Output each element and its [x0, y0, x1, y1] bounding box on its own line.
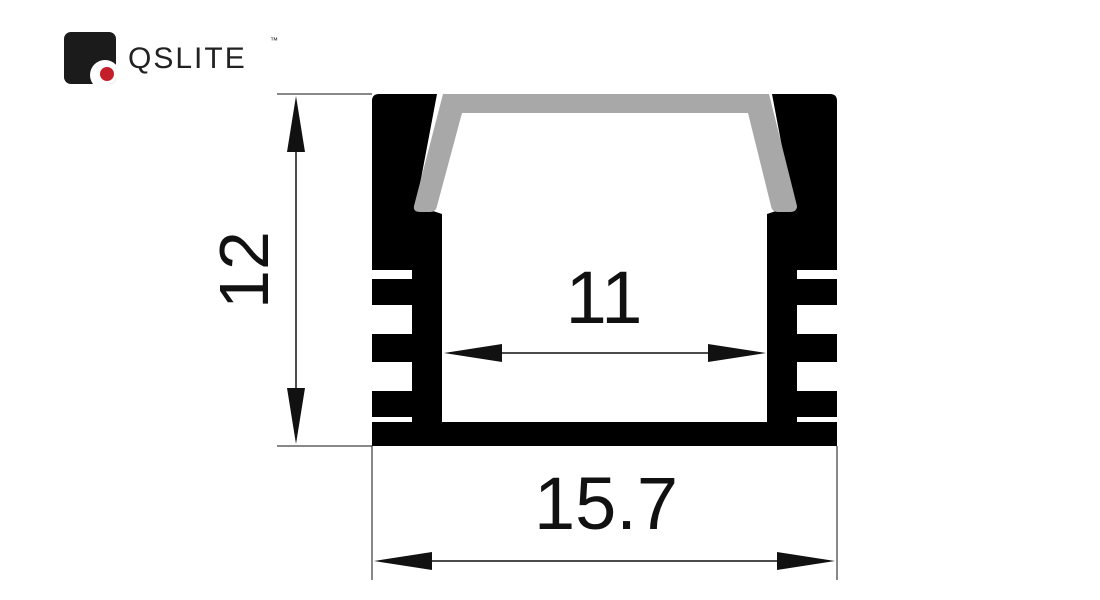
- brand-name: QSLITE: [128, 42, 247, 75]
- diffuser-cover: [413, 94, 797, 212]
- trademark-symbol: ™: [270, 36, 278, 45]
- height-dimension: [277, 93, 372, 447]
- outer-width-label: 15.7: [534, 462, 678, 545]
- arrow-up-icon: [287, 96, 305, 152]
- arrow-right-icon: [708, 344, 766, 362]
- inner-width-label: 11: [566, 256, 643, 339]
- aluminum-profile: [372, 94, 837, 446]
- logo-red-dot: [100, 67, 114, 81]
- logo-mark-icon: [64, 32, 116, 84]
- arrow-left-icon: [444, 344, 502, 362]
- arrow-down-icon: [287, 388, 305, 444]
- inner-width-dimension: [444, 344, 766, 362]
- height-label: 12: [205, 231, 283, 309]
- brand-logo: QSLITE ™: [64, 32, 284, 84]
- arrow-right-icon: [777, 552, 835, 570]
- arrow-left-icon: [374, 552, 432, 570]
- outer-width-dimension: [371, 446, 838, 580]
